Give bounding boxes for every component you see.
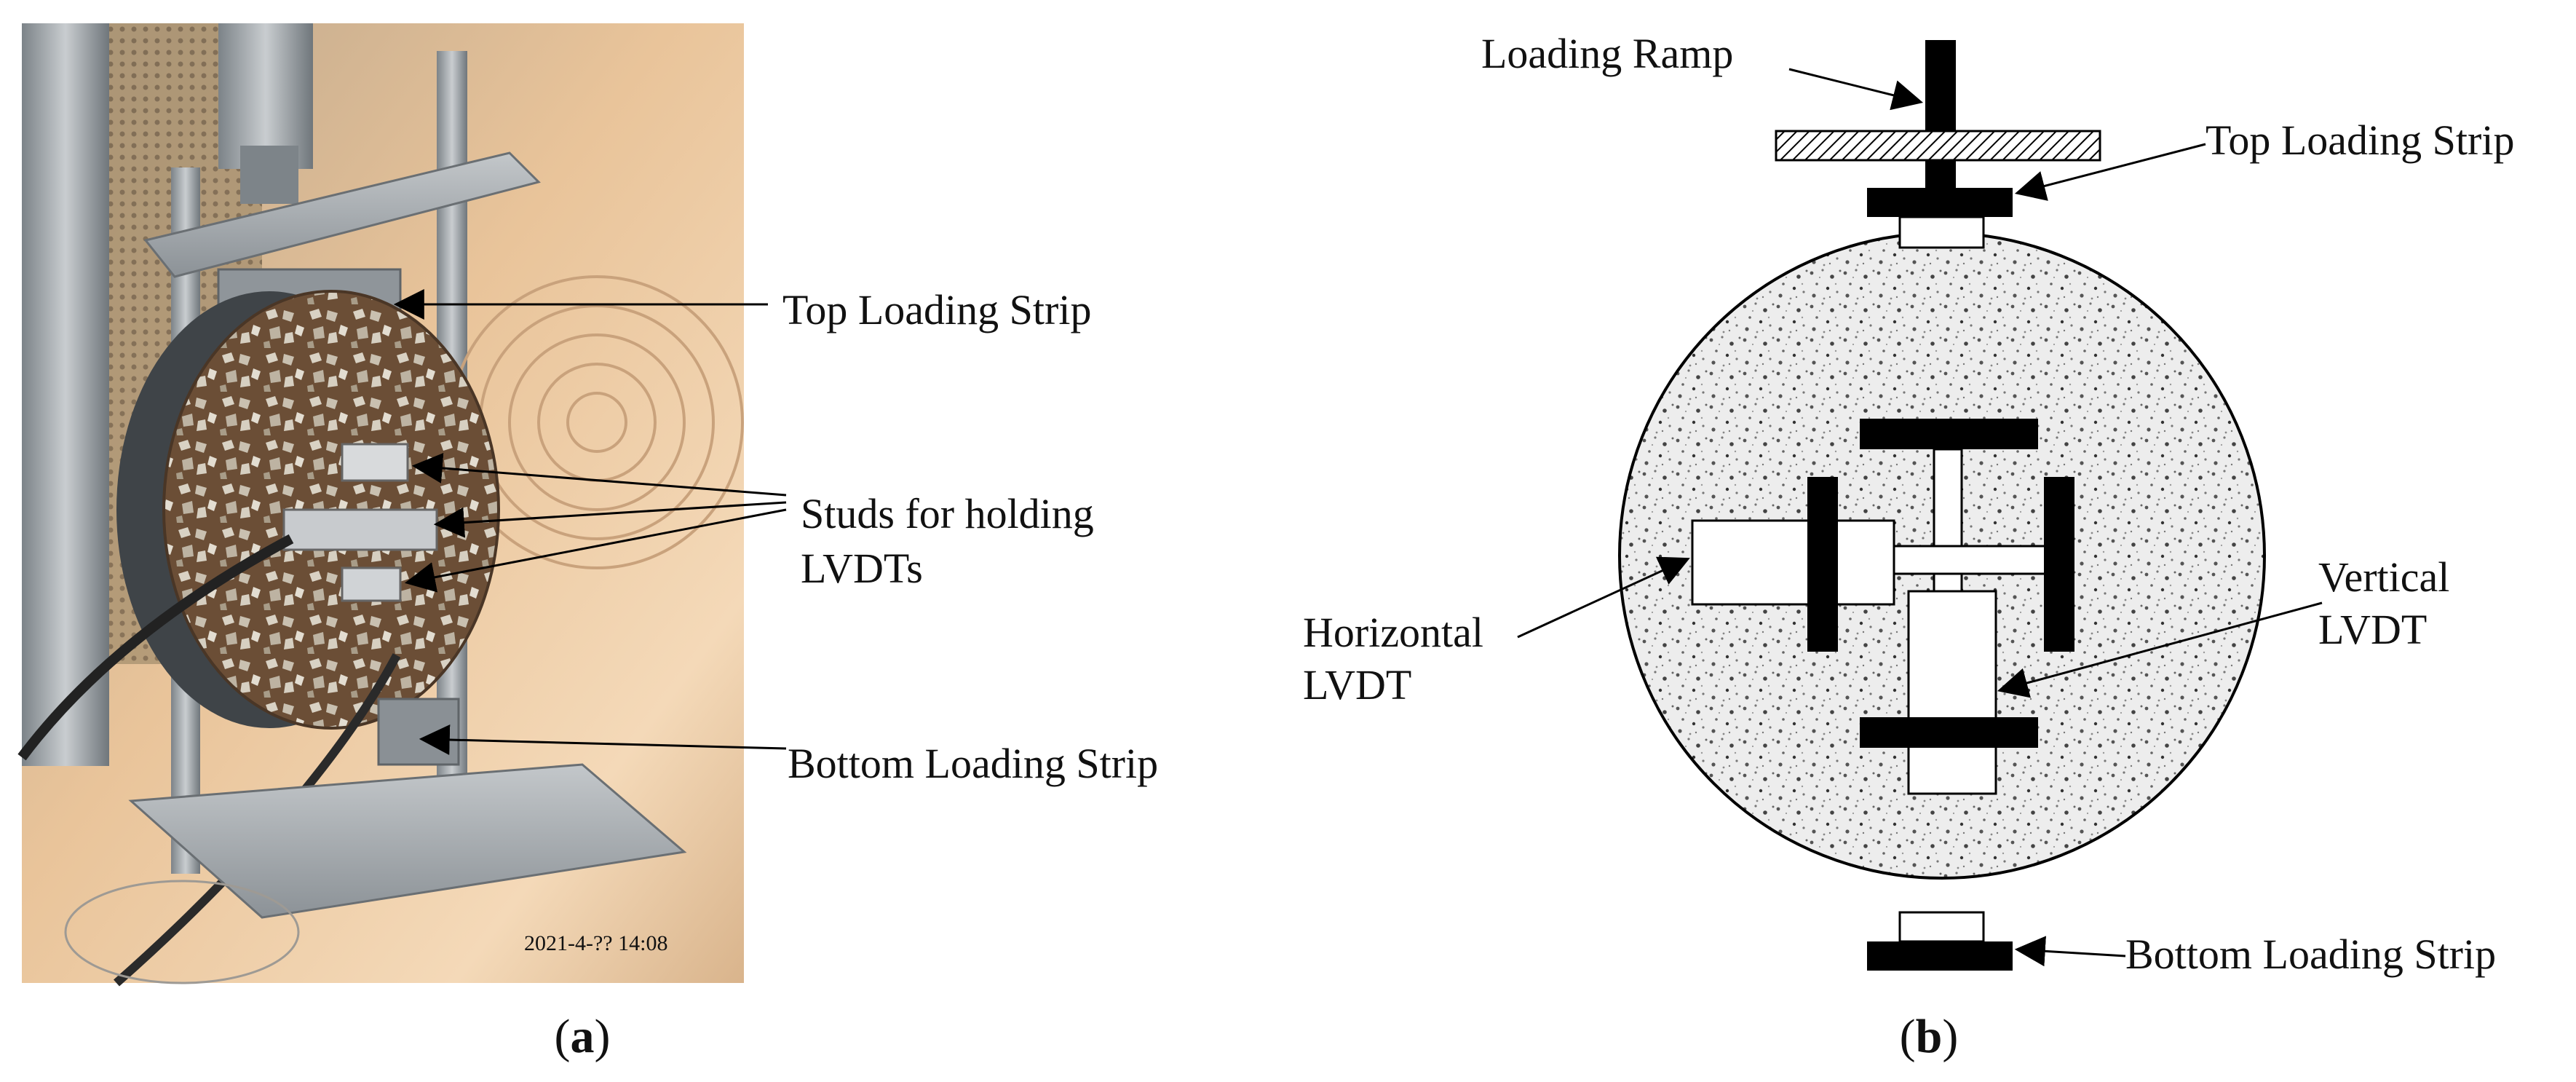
table-marking xyxy=(64,880,300,984)
loading-piston xyxy=(218,23,313,169)
bottom-loading-strip xyxy=(1867,941,2013,971)
arrow-top-loading-strip xyxy=(2014,143,2206,201)
label-studs-line2: LVDTs xyxy=(801,545,923,592)
loading-ramp-plate xyxy=(1775,130,2101,162)
label-vertical-line1: Vertical xyxy=(2318,553,2449,601)
caption-b: (b) xyxy=(1900,1010,1959,1063)
arrow-stud-middle xyxy=(433,501,787,538)
arrow-bottom-strip-photo xyxy=(419,724,787,755)
base-plate xyxy=(128,763,687,919)
stud-lower xyxy=(341,566,402,602)
left-stud-bar xyxy=(1807,477,1838,652)
top-loading-strip xyxy=(1867,188,2013,217)
schematic-panel xyxy=(1618,40,2266,971)
top-crossbar xyxy=(143,151,541,278)
label-horizontal-line2: LVDT xyxy=(1303,661,1411,708)
caption-a: (a) xyxy=(555,1010,611,1063)
label-bottom-loading-strip-b: Bottom Loading Strip xyxy=(2125,931,2496,978)
photo-panel: 2021-4-?? 14:08 xyxy=(17,23,744,987)
horizontal-lvdt-photo xyxy=(282,508,438,551)
label-top-loading-strip-b: Top Loading Strip xyxy=(2206,117,2514,164)
arrow-stud-upper xyxy=(411,453,787,497)
panel-a-arrows xyxy=(393,289,787,755)
top-strip-contact xyxy=(1898,216,1985,249)
label-loading-ramp: Loading Ramp xyxy=(1481,30,1733,77)
vertical-lvdt-body xyxy=(1907,590,1997,795)
right-stud-bar xyxy=(2044,477,2074,652)
machine-column-left xyxy=(22,23,109,766)
label-horizontal-line1: Horizontal xyxy=(1303,609,1483,656)
arrow-vertical-lvdt xyxy=(1997,601,2323,698)
loading-ramp-stem xyxy=(1925,40,1956,193)
arrow-bottom-loading-strip xyxy=(2014,936,2126,967)
horizontal-lvdt-rod xyxy=(1893,545,2048,575)
label-bottom-loading-strip-a: Bottom Loading Strip xyxy=(788,740,1158,787)
bottom-stud-bar xyxy=(1860,717,2038,748)
label-top-loading-strip-a: Top Loading Strip xyxy=(782,286,1091,333)
bottom-strip-contact xyxy=(1898,911,1985,943)
bottom-loading-strip-photo xyxy=(377,698,460,766)
top-stud-bar xyxy=(1860,419,2038,449)
panel-b-arrows xyxy=(1517,68,2323,967)
cable-left xyxy=(17,534,294,761)
stud-upper xyxy=(341,443,409,482)
arrow-stud-lower xyxy=(404,508,787,593)
arrow-loading-ramp xyxy=(1788,68,1924,111)
photo-timestamp: 2021-4-?? 14:08 xyxy=(524,931,667,955)
arrow-horizontal-lvdt xyxy=(1517,556,1690,639)
label-studs-line1: Studs for holding xyxy=(801,490,1094,537)
piston-collar xyxy=(240,146,298,204)
horizontal-lvdt-body xyxy=(1691,519,1895,606)
label-vertical-line2: LVDT xyxy=(2318,606,2427,653)
